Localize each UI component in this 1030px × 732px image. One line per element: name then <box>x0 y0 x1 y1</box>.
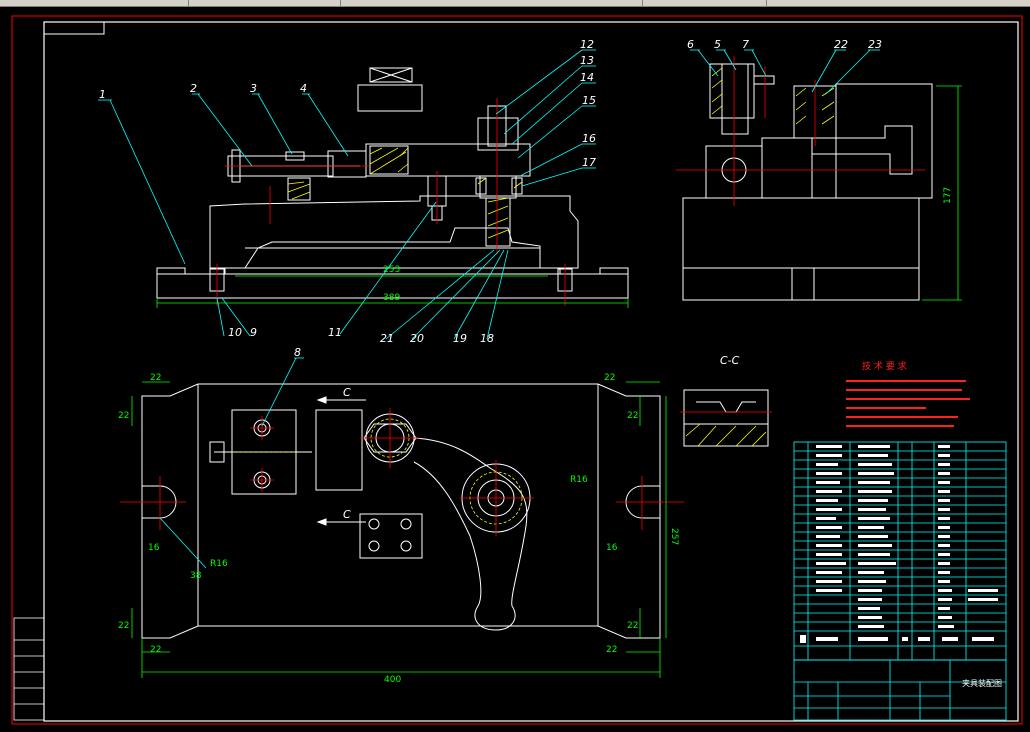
cad-toolbar <box>0 0 1030 7</box>
callout-23: 23 <box>868 38 882 51</box>
callout-13: 13 <box>580 54 594 67</box>
front-leaders <box>98 49 596 340</box>
section-arrows <box>316 396 366 526</box>
callout-17: 17 <box>582 156 596 169</box>
dim-plan-22g: 22 <box>150 645 161 655</box>
callout-1: 1 <box>99 88 106 101</box>
callout-22: 22 <box>834 38 848 51</box>
front-view <box>156 67 629 299</box>
notes-lines <box>846 380 970 427</box>
parts-list <box>793 441 1007 661</box>
section-cc-view <box>683 389 769 447</box>
sheet-border-outer <box>11 15 1023 725</box>
sheet-border-inner <box>43 21 1019 722</box>
callout-21: 21 <box>380 332 394 345</box>
callout-20: 20 <box>410 332 424 345</box>
front-view-centerlines <box>216 98 566 306</box>
callout-9: 9 <box>250 326 257 339</box>
side-leaders <box>690 49 880 95</box>
dim-plan-38: 38 <box>190 571 202 581</box>
plan-leaders <box>159 357 304 569</box>
callout-16: 16 <box>582 132 596 145</box>
callout-4: 4 <box>300 82 307 95</box>
dim-plan-16a: 16 <box>148 543 160 553</box>
section-c-top: C <box>343 386 351 399</box>
toolbar-field-3[interactable] <box>342 0 643 6</box>
callout-3: 3 <box>250 82 257 95</box>
plan-view-dims <box>131 381 667 678</box>
dim-plan-22f: 22 <box>627 621 638 631</box>
side-view <box>682 63 933 301</box>
title-block-name: 夹具装配图 <box>962 678 1002 688</box>
dim-plan-16b: 16 <box>606 543 618 553</box>
callout-8: 8 <box>294 346 301 359</box>
dim-plan-22d: 22 <box>627 411 638 421</box>
drawing-canvas[interactable]: 253 389 1 2 3 4 12 13 14 15 16 17 10 9 1… <box>0 6 1030 732</box>
callout-19: 19 <box>453 332 467 345</box>
section-c-bottom: C <box>343 508 351 521</box>
toolbar-field-4[interactable] <box>646 0 767 6</box>
callout-7: 7 <box>742 38 749 51</box>
plan-view-hidden <box>232 418 523 525</box>
callout-6: 6 <box>687 38 694 51</box>
notes-title: 技 术 要 求 <box>862 360 907 372</box>
left-stamp-block <box>13 617 45 721</box>
dim-plan-22h: 22 <box>606 645 617 655</box>
section-cc-hatch <box>685 423 767 447</box>
dim-plan-22a: 22 <box>150 373 161 383</box>
dim-side-177: 177 <box>943 187 953 204</box>
front-view-dims <box>156 275 629 308</box>
dim-front-253: 253 <box>383 265 400 275</box>
callout-18: 18 <box>480 332 494 345</box>
callout-12: 12 <box>580 38 594 51</box>
title-block <box>793 659 1007 721</box>
callout-5: 5 <box>714 38 721 51</box>
dim-plan-257: 257 <box>669 528 679 545</box>
parts-list-entries <box>800 445 998 643</box>
side-view-centerlines <box>676 56 925 206</box>
front-view-hatching <box>287 147 523 239</box>
section-cc-label: C-C <box>720 354 740 367</box>
dim-plan-22c: 22 <box>118 411 129 421</box>
side-view-dims <box>922 85 962 301</box>
callout-11: 11 <box>328 326 342 339</box>
toolbar-field-2[interactable] <box>190 0 341 6</box>
dim-plan-r16b: R16 <box>570 475 588 485</box>
dim-plan-400: 400 <box>384 675 401 685</box>
dim-front-389: 389 <box>383 293 400 303</box>
callout-10: 10 <box>228 326 242 339</box>
corner-tab <box>43 21 105 35</box>
dim-plan-r16a: R16 <box>210 559 228 569</box>
callout-15: 15 <box>582 94 596 107</box>
toolbar-field-1[interactable] <box>0 0 189 6</box>
dim-plan-22b: 22 <box>604 373 615 383</box>
dim-plan-22e: 22 <box>118 621 129 631</box>
callout-14: 14 <box>580 71 594 84</box>
callout-2: 2 <box>190 82 197 95</box>
plan-view-centerlines <box>120 408 684 536</box>
